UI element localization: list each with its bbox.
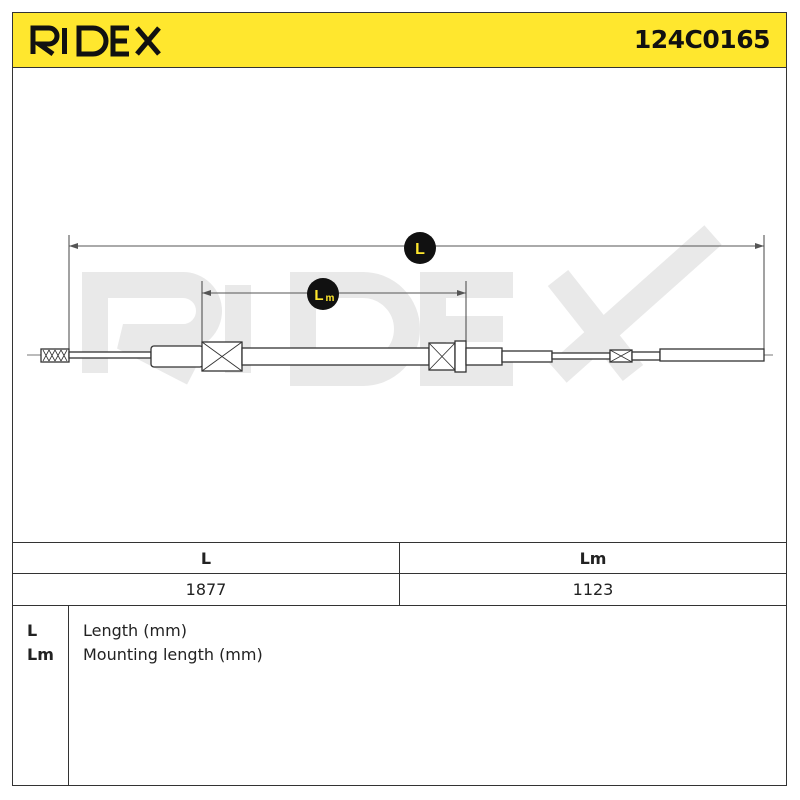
legend-desc-Lm: Mounting length (mm) <box>83 645 263 664</box>
cable-end-rod-right <box>659 348 765 362</box>
sheath-end <box>501 350 553 363</box>
ridex-watermark-icon <box>82 225 722 386</box>
brake-cable <box>40 340 765 373</box>
table-header-Lm: Lm <box>400 542 786 574</box>
badge-L: L <box>404 232 436 264</box>
table-value-L: 1877 <box>13 574 400 606</box>
svg-text:L: L <box>314 287 323 304</box>
part-number: 124C0165 <box>633 25 771 54</box>
table-value-Lm: 1123 <box>400 574 786 606</box>
header-bar: 124C0165 <box>13 13 786 68</box>
cable-end-fitting-left <box>40 348 70 363</box>
legend-divider <box>68 606 69 785</box>
legend-key-L: L <box>27 621 38 640</box>
spec-sheet: 124C0165 L <box>12 12 787 786</box>
cable-drawing: L L m <box>27 225 773 386</box>
main-sheath <box>241 347 430 366</box>
table-header-L: L <box>13 542 400 574</box>
ferrule <box>465 347 503 366</box>
badge-Lm: L m <box>307 278 339 310</box>
legend-desc-L: Length (mm) <box>83 621 187 640</box>
sheath-sleeve-left <box>150 345 204 368</box>
svg-text:L: L <box>415 241 425 258</box>
svg-text:m: m <box>326 293 335 304</box>
collar <box>454 340 467 373</box>
ridex-logo <box>30 25 161 57</box>
legend-key-Lm: Lm <box>27 645 54 664</box>
